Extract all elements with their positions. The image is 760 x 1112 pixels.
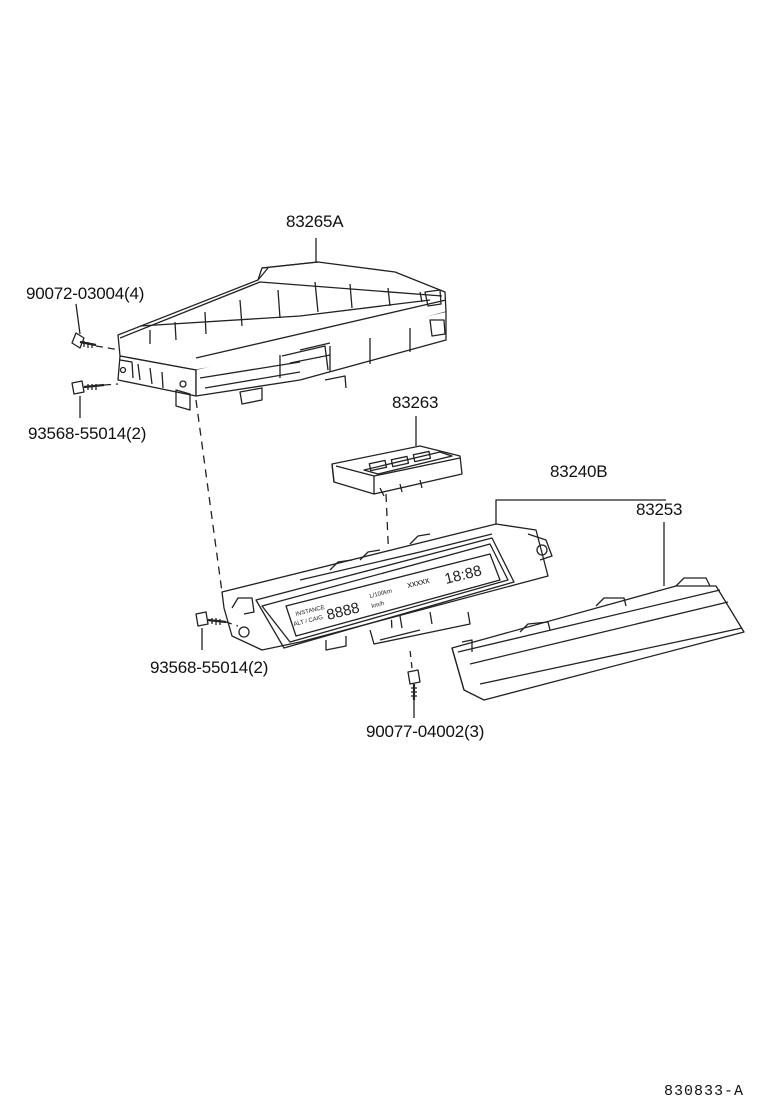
switch-part[interactable] (331, 416, 463, 497)
svg-text:L/100km: L/100km (369, 589, 393, 600)
leader-line (75, 303, 81, 335)
diagram-code: 830833-A (663, 1083, 744, 1100)
part-label-93568-55014-lower: 93568-55014(2) (150, 658, 269, 677)
assembly-line (195, 399, 223, 593)
screw-part[interactable] (71, 303, 121, 351)
part-label-83253: 83253 (636, 500, 683, 519)
upper-housing-part[interactable] (117, 261, 447, 411)
leader-line (495, 499, 666, 524)
part-label-83240b: 83240B (550, 462, 608, 481)
part-label-90072-03004: 90072-03004(4) (26, 284, 145, 303)
part-label-83263: 83263 (392, 393, 439, 412)
meter-assembly-part[interactable]: INSTANCE ALT / CAIG 8888 L/100km km/h xx… (221, 499, 666, 651)
part-label-83265a: 83265A (286, 212, 344, 231)
part-label-93568-55014-upper: 93568-55014(2) (28, 424, 147, 443)
screw-part[interactable] (407, 649, 421, 718)
meter-cover-part[interactable] (451, 522, 745, 701)
part-label-90077-04002: 90077-04002(3) (366, 722, 485, 741)
svg-text:km/h: km/h (371, 601, 385, 610)
screw-part[interactable] (195, 611, 239, 650)
screw-part[interactable] (71, 380, 119, 418)
